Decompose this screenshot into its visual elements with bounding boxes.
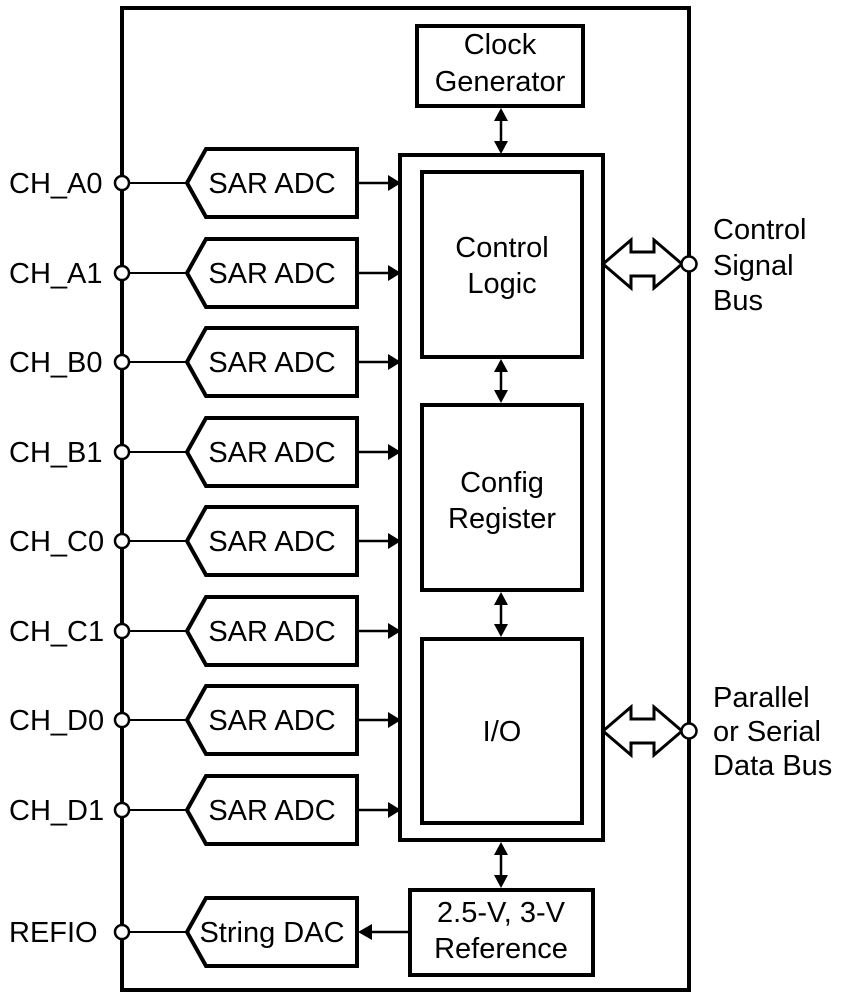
- control-logic-label-line2: Logic: [467, 268, 536, 300]
- data-bus-label-line1: Parallel: [713, 682, 810, 714]
- channel-label: CH_D0: [9, 705, 104, 737]
- refio-terminal: [113, 923, 131, 941]
- sar-adc-label: SAR ADC: [208, 526, 335, 558]
- control-logic-block: [420, 170, 584, 359]
- arrowhead-right-icon: [388, 175, 401, 191]
- arrowhead-left-icon: [358, 924, 372, 940]
- channel-row: CH_D1 SAR ADC: [9, 774, 401, 846]
- arrowhead-up-icon: [494, 592, 508, 605]
- config-register-block: [420, 403, 584, 592]
- arrowhead-right-icon: [388, 802, 401, 818]
- arrowhead-up-icon: [494, 108, 508, 121]
- arrowhead-down-icon: [494, 624, 508, 637]
- control-bus-label-line2: Signal: [713, 250, 794, 282]
- bus-terminal: [680, 255, 698, 273]
- channel-terminal: [113, 353, 131, 371]
- channel-label: CH_D1: [9, 795, 104, 827]
- reference-to-dac-arrow: [358, 924, 410, 940]
- channel-row: CH_B0 SAR ADC: [9, 326, 401, 398]
- channel-label: CH_A1: [9, 258, 103, 290]
- control-bus-label-line3: Bus: [713, 285, 763, 317]
- arrowhead-up-icon: [494, 842, 508, 855]
- sar-adc-label: SAR ADC: [208, 795, 335, 827]
- sar-adc-label: SAR ADC: [208, 705, 335, 737]
- channel-terminal: [113, 801, 131, 819]
- data-bus-label-line2: or Serial: [713, 716, 821, 748]
- data-bus-connector: [600, 703, 698, 759]
- data-bus-label-line3: Data Bus: [713, 750, 832, 782]
- bidir-arrow-config-io: [494, 592, 508, 637]
- bus-terminal: [680, 722, 698, 740]
- channel-label: CH_C1: [9, 616, 104, 648]
- sar-adc-label: SAR ADC: [208, 168, 335, 200]
- channel-row: CH_D0 SAR ADC: [9, 684, 401, 756]
- control-bus-connector: [600, 236, 698, 292]
- sar-adc-label: SAR ADC: [208, 258, 335, 290]
- io-label: I/O: [483, 716, 522, 748]
- channel-label: CH_A0: [9, 168, 103, 200]
- arrowhead-right-icon: [388, 712, 401, 728]
- arrowhead-down-icon: [494, 390, 508, 403]
- clock-generator-label-line2: Generator: [435, 66, 566, 98]
- sar-adc-label: SAR ADC: [208, 347, 335, 379]
- channel-row: CH_B1 SAR ADC: [9, 416, 401, 488]
- reference-label-line1: 2.5-V, 3-V: [437, 897, 566, 929]
- channel-label: CH_B1: [9, 437, 103, 469]
- sar-adc-label: SAR ADC: [208, 437, 335, 469]
- string-dac-label: String DAC: [199, 917, 344, 949]
- refio-label: REFIO: [9, 917, 98, 949]
- channel-row: CH_A0 SAR ADC: [9, 147, 401, 219]
- arrowhead-down-icon: [494, 141, 508, 154]
- arrowhead-right-icon: [388, 533, 401, 549]
- channel-terminal: [113, 622, 131, 640]
- control-bus-label-line1: Control: [713, 214, 807, 246]
- string-dac-block: [184, 896, 359, 968]
- sar-adc-label: SAR ADC: [208, 616, 335, 648]
- clock-generator-label-line1: Clock: [464, 29, 537, 61]
- arrowhead-right-icon: [388, 444, 401, 460]
- channel-terminal: [113, 174, 131, 192]
- channel-terminal: [113, 264, 131, 282]
- reference-label-line2: Reference: [434, 933, 568, 965]
- arrowhead-down-icon: [494, 875, 508, 888]
- channel-terminal: [113, 532, 131, 550]
- channel-row: CH_C0 SAR ADC: [9, 505, 401, 577]
- channel-row: CH_A1 SAR ADC: [9, 237, 401, 309]
- bidir-arrow-logic-config: [494, 359, 508, 403]
- channel-terminal: [113, 443, 131, 461]
- arrowhead-right-icon: [388, 623, 401, 639]
- arrowhead-right-icon: [388, 265, 401, 281]
- control-logic-label-line1: Control: [455, 232, 549, 264]
- refio-row: REFIO String DAC: [9, 896, 359, 968]
- clock-generator-block: [415, 24, 585, 108]
- channel-label: CH_C0: [9, 526, 104, 558]
- channel-label: CH_B0: [9, 347, 103, 379]
- bidir-arrow-io-reference: [494, 842, 508, 888]
- arrowhead-right-icon: [388, 354, 401, 370]
- channel-terminal: [113, 711, 131, 729]
- io-block: [420, 637, 584, 825]
- channel-row: CH_C1 SAR ADC: [9, 595, 401, 667]
- arrowhead-up-icon: [494, 359, 508, 372]
- config-register-label-line2: Register: [448, 503, 556, 535]
- bidir-arrow-clock: [494, 108, 508, 154]
- config-register-label-line1: Config: [460, 467, 544, 499]
